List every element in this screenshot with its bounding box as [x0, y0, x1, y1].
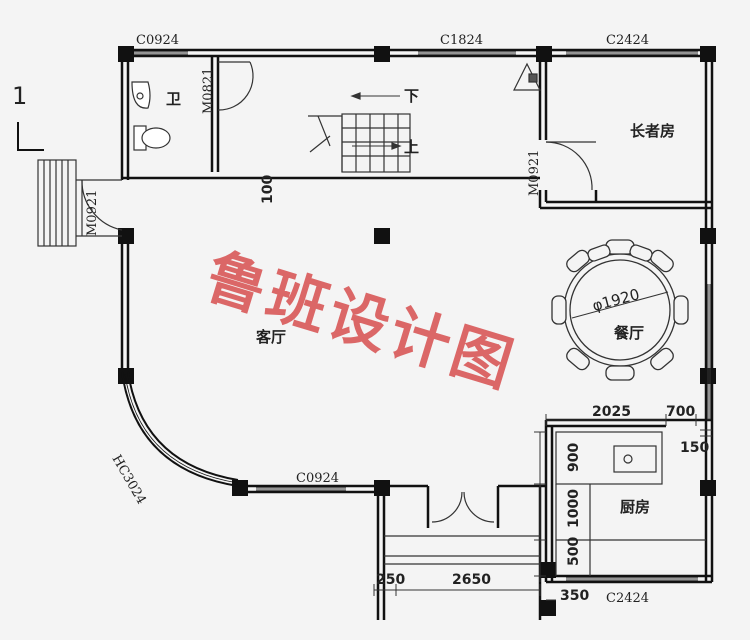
walls — [120, 48, 714, 620]
windows — [134, 51, 711, 581]
label-living-room: 客厅 — [255, 328, 286, 346]
dim-350: 350 — [560, 588, 589, 604]
section-number: 1 — [12, 82, 27, 110]
bay-window — [121, 371, 239, 487]
entrance-steps — [384, 535, 540, 565]
entry-steps — [37, 159, 122, 247]
dim-250: 250 — [376, 572, 405, 588]
label-kitchen: 厨房 — [620, 498, 650, 516]
dim-500: 500 — [566, 537, 582, 566]
code-m0821: M0821 — [201, 68, 216, 114]
flue-shaft — [513, 62, 541, 91]
label-elder-room: 长者房 — [630, 122, 675, 140]
label-dining: 餐厅 — [614, 324, 644, 342]
code-c0924-top: C0924 — [136, 33, 179, 48]
dining-table — [551, 239, 689, 381]
dim-900: 900 — [566, 443, 582, 472]
bathroom-fixtures — [131, 81, 171, 151]
code-c1824: C1824 — [440, 33, 483, 48]
code-hc3024: HC3024 — [109, 453, 149, 508]
dim-150: 150 — [680, 440, 709, 456]
code-c2424-bottom: C2424 — [606, 591, 649, 606]
code-c0924-bottom: C0924 — [296, 471, 339, 486]
code-m0921-right: M0921 — [527, 150, 542, 196]
dim-100: 100 — [260, 175, 276, 204]
code-m0921-left: M0921 — [85, 190, 100, 236]
label-bathroom: 卫 — [166, 90, 181, 108]
dim-2025: 2025 — [592, 404, 631, 420]
code-c2424-top: C2424 — [606, 33, 649, 48]
section-mark — [17, 122, 44, 151]
kitchen-counters — [555, 431, 706, 576]
doors — [81, 61, 596, 523]
label-stair-down: 下 — [404, 87, 419, 105]
dim-700: 700 — [666, 404, 695, 420]
dim-2650: 2650 — [452, 572, 491, 588]
staircase — [308, 92, 411, 173]
dimension-lines — [373, 414, 712, 601]
label-stair-up: 上 — [404, 138, 419, 156]
columns — [118, 46, 716, 616]
dim-1000: 1000 — [566, 489, 582, 528]
